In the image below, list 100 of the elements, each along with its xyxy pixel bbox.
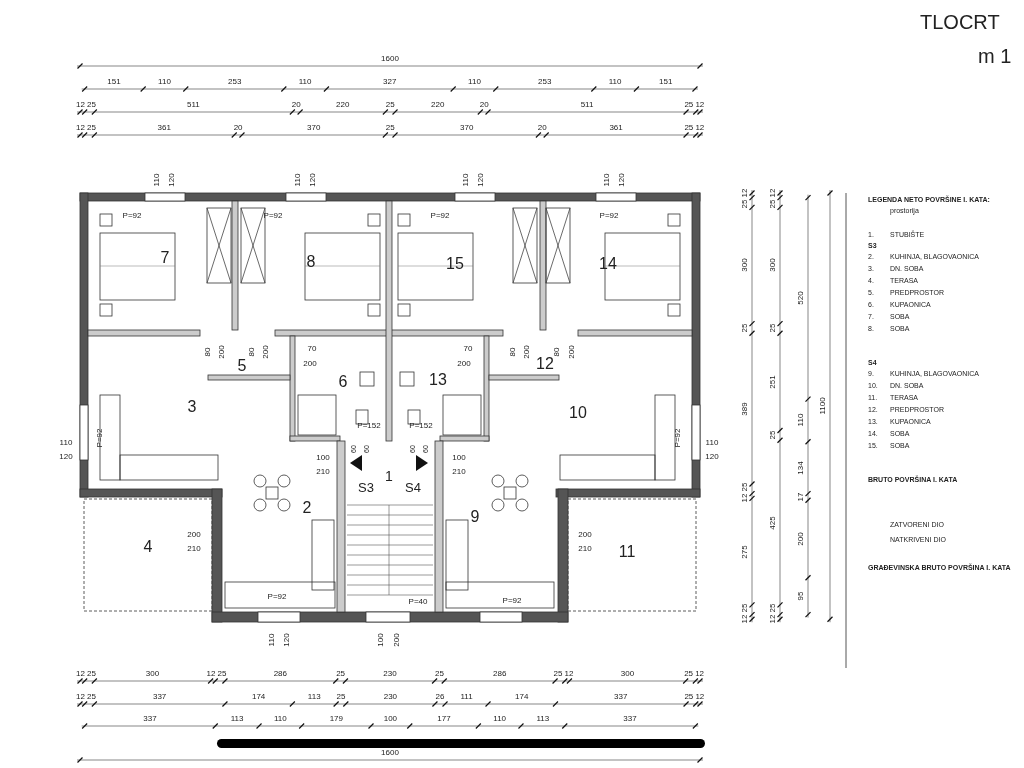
dimension-label: 12 (769, 614, 777, 624)
dimension-label: 12 (75, 670, 85, 678)
dimension-label: 12 (769, 188, 777, 198)
dimension-label: 12 (695, 693, 705, 701)
dimension-label: 179 (329, 715, 343, 723)
room-number: 9 (470, 509, 480, 525)
parapet-height-label: P=92 (599, 212, 619, 220)
door-size-label: 70 (307, 345, 317, 353)
dimension-label: 361 (157, 124, 171, 132)
door-size-label: 200 (578, 531, 592, 539)
dimension-label: 337 (623, 715, 637, 723)
dimension-label: 25 (684, 693, 694, 701)
dimension-label: 327 (383, 78, 397, 86)
dimension-label: 25 (553, 670, 563, 678)
parapet-height-label: P=92 (96, 428, 104, 448)
parapet-height-label: P=152 (357, 422, 381, 430)
dimension-label: 25 (769, 603, 777, 613)
room-number: 7 (160, 250, 170, 266)
dimension-label: 520 (797, 291, 805, 306)
door-size-label: 200 (187, 531, 201, 539)
dimension-label: 25 (769, 199, 777, 209)
dimension-label: 12 (206, 670, 216, 678)
door-size-label: 200 (393, 633, 401, 647)
dimension-label: 1600 (381, 55, 399, 63)
door-size-label: 200 (568, 345, 576, 359)
dimension-label: 337 (152, 693, 167, 701)
dimension-label: 337 (143, 715, 157, 723)
dimension-label: 111 (460, 693, 473, 701)
door-size-label: 210 (452, 468, 466, 476)
dimension-label: 337 (614, 693, 628, 701)
dimension-label: 253 (228, 78, 242, 86)
room-number: 14 (599, 256, 617, 272)
dimension-label: 25 (86, 693, 96, 701)
room-number: 11 (618, 544, 636, 560)
door-size-label: 200 (218, 345, 226, 359)
dimension-label: 220 (431, 101, 445, 109)
dimension-label: 200 (797, 532, 805, 546)
dimension-label: 12 (741, 493, 749, 503)
dimension-label: 511 (580, 101, 594, 109)
dimension-label: 174 (515, 693, 529, 701)
dimension-label: 26 (435, 693, 445, 701)
dimension-label: 300 (741, 258, 749, 273)
dimension-label: 110 (493, 715, 507, 723)
dimension-label: 12 (75, 101, 85, 109)
window-size-label: 110 (268, 633, 276, 647)
parapet-height-label: P=92 (502, 597, 522, 605)
apartment-label: S3 (358, 480, 374, 494)
dimension-label: 25 (434, 670, 444, 678)
window-size-label: 120 (309, 173, 317, 187)
dimension-label: 25 (741, 199, 749, 209)
dimension-label: 25 (684, 101, 694, 109)
dimension-label: 12 (741, 188, 749, 198)
window-size-label: 120 (59, 453, 73, 461)
dimension-label: 300 (620, 670, 635, 678)
dimension-label: 12 (75, 124, 85, 132)
dimension-label: 253 (538, 78, 552, 86)
dimension-label: 110 (273, 715, 287, 723)
dimension-label: 100 (383, 715, 398, 723)
dimension-label: 370 (307, 124, 321, 132)
dimension-label: 110 (468, 78, 481, 86)
door-size-label: 200 (457, 360, 471, 368)
door-size-label: 80 (553, 347, 561, 357)
window-size-label: 120 (477, 173, 485, 187)
door-size-label: 80 (509, 347, 517, 357)
dimension-label: 134 (797, 461, 805, 475)
door-size-label: 100 (316, 454, 330, 462)
window-size-label: 110 (603, 173, 611, 187)
dimension-label: 20 (233, 124, 243, 132)
dimension-label: 25 (217, 670, 227, 678)
room-number: 6 (338, 374, 348, 390)
room-number: 8 (306, 254, 316, 270)
room-number: 13 (429, 372, 447, 388)
dimension-label: 174 (251, 693, 266, 701)
dimension-label: 300 (145, 670, 160, 678)
dimension-label: 230 (383, 670, 397, 678)
dimension-label: 110 (608, 78, 622, 86)
dimension-label: 25 (86, 101, 96, 109)
dimension-label: 177 (437, 715, 451, 723)
dimension-label: 12 (695, 124, 705, 132)
door-size-label: 80 (248, 347, 256, 357)
window-size-label: 110 (462, 173, 470, 187)
dimension-label: 20 (291, 101, 301, 109)
room-number: 12 (536, 356, 554, 372)
parapet-height-label: P=40 (408, 598, 428, 606)
dimension-label: 286 (273, 670, 287, 678)
room-number: 4 (143, 539, 153, 555)
dimension-label: 1100 (819, 397, 827, 415)
dimension-label: 389 (741, 401, 749, 416)
dimension-label: 110 (298, 78, 312, 86)
room-number: 2 (302, 500, 312, 516)
dimension-label: 17 (797, 492, 805, 502)
parapet-height-label: P=152 (409, 422, 433, 430)
dimension-label: 25 (86, 670, 96, 678)
dimension-label: 12 (564, 670, 574, 678)
dimension-label: 370 (460, 124, 474, 132)
window-size-label: 120 (168, 173, 176, 187)
apartment-label: S4 (405, 480, 421, 494)
window-size-label: 110 (153, 173, 161, 187)
title: TLOCRT (920, 12, 1000, 32)
dimension-label: 25 (741, 482, 749, 492)
